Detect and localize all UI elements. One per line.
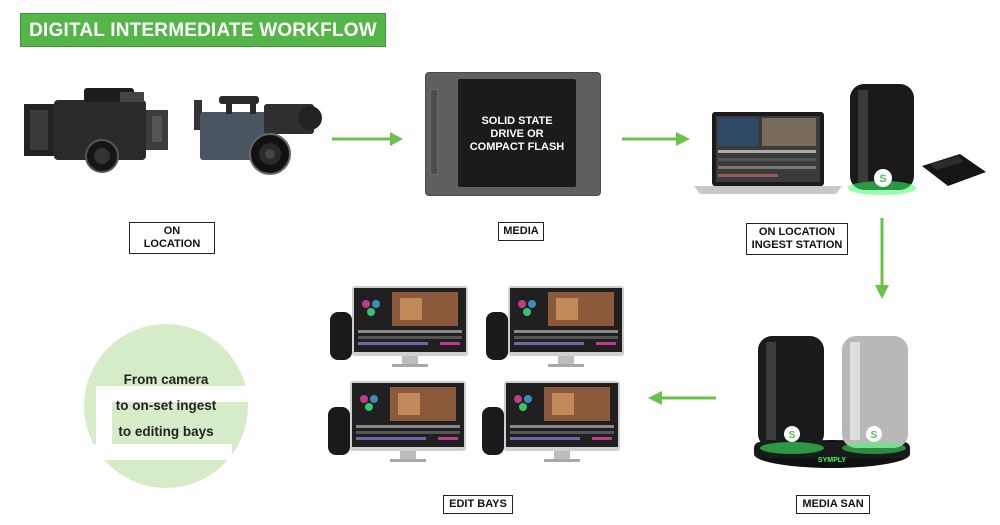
edit-bays-illustration	[328, 286, 624, 462]
label-ingest-line: INGEST STATION	[751, 239, 843, 251]
label-ingest-station: ON LOCATION INGEST STATION	[746, 223, 848, 255]
san-brand: SYMPLY	[818, 457, 846, 464]
media-card-line: COMPACT FLASH	[469, 141, 565, 153]
media-card-connector	[430, 89, 438, 175]
san-logo-right: S	[871, 430, 878, 441]
label-media-san: MEDIA SAN	[796, 495, 870, 514]
arrow-media-to-ingest	[622, 132, 690, 146]
workflow-title: DIGITAL INTERMEDIATE WORKFLOW	[20, 13, 386, 47]
tower-logo: S	[879, 173, 886, 185]
media-card-line: DRIVE OR	[490, 128, 544, 140]
label-ingest-line: ON LOCATION	[758, 226, 836, 238]
media-card: SOLID STATE DRIVE OR COMPACT FLASH	[425, 72, 601, 196]
edit-bay-1-icon	[330, 286, 468, 367]
edit-bay-4-icon	[482, 381, 620, 462]
media-card-line: SOLID STATE	[481, 115, 553, 127]
camera-left-icon	[24, 88, 168, 173]
label-media: MEDIA	[498, 222, 544, 241]
tagline-line: to on-set ingest	[115, 398, 217, 413]
tagline: From camera to on-set ingest to editing …	[88, 367, 244, 445]
card-reader-icon	[922, 154, 986, 186]
media-san-illustration: S S SYMPLY	[754, 336, 910, 468]
edit-bay-2-icon	[486, 286, 624, 367]
camera-right-icon	[194, 96, 322, 175]
arrow-ingest-to-san	[875, 218, 889, 299]
cinema-cameras-illustration	[24, 88, 322, 175]
media-card-screen: SOLID STATE DRIVE OR COMPACT FLASH	[458, 79, 576, 187]
media-card-text: SOLID STATE DRIVE OR COMPACT FLASH	[458, 115, 576, 154]
tagline-line: to editing bays	[118, 424, 214, 439]
laptop-icon	[694, 112, 842, 194]
arrow-san-to-edit	[648, 391, 716, 405]
label-edit-bays: EDIT BAYS	[443, 495, 513, 514]
san-logo-left: S	[789, 430, 796, 441]
symply-s-logo	[82, 324, 250, 488]
ingest-station-illustration: S	[694, 84, 986, 195]
storage-tower-icon: S	[848, 84, 916, 195]
arrow-camera-to-media	[332, 132, 403, 146]
label-on-location: ON LOCATION	[129, 222, 215, 254]
tagline-line: From camera	[123, 372, 209, 387]
edit-bay-3-icon	[328, 381, 466, 462]
